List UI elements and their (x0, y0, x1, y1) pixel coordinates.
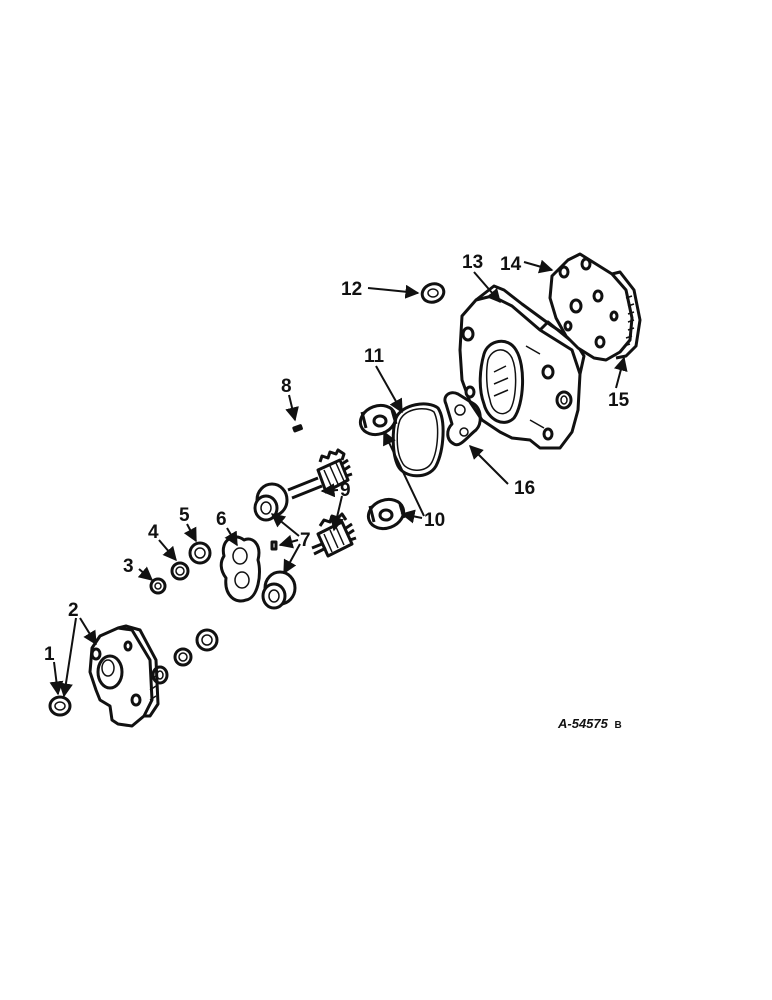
callout-14: 14 (500, 254, 522, 275)
seal-part (48, 695, 72, 717)
callout-1: 1 (44, 644, 55, 665)
callout-leaders (49, 259, 628, 698)
thrust-plates-part (358, 403, 406, 531)
callout-12: 12 (341, 279, 362, 300)
bearings-part (253, 482, 297, 610)
callout-4: 4 (148, 522, 159, 543)
callout-7: 7 (300, 530, 311, 551)
driven-gear-part (311, 512, 357, 558)
callout-5: 5 (179, 505, 190, 526)
reference-code: A-54575 B (557, 716, 622, 731)
callout-8: 8 (281, 376, 292, 397)
callout-10: 10 (424, 510, 445, 531)
ring-12-part (420, 282, 446, 304)
key-part (292, 424, 303, 433)
cover-plate-part (548, 252, 642, 362)
svg-text:A-54575 B: A-54575 B (557, 716, 622, 731)
callout-6: 6 (216, 509, 227, 530)
callout-13: 13 (462, 252, 483, 273)
figure-eight-gasket-part (219, 535, 261, 603)
callout-15: 15 (608, 390, 630, 411)
pin-part (270, 540, 278, 551)
lower-rings-part (151, 628, 219, 685)
callout-3: 3 (123, 556, 134, 577)
callout-labels: 1 2 3 4 5 6 7 8 9 10 11 12 13 14 15 16 (44, 252, 630, 665)
end-cover-part (88, 624, 160, 728)
pump-body-part (458, 284, 586, 450)
callout-2: 2 (68, 600, 79, 621)
flange-gasket-part (443, 391, 482, 447)
reference-code-suffix: B (615, 720, 622, 731)
callout-16: 16 (514, 478, 535, 499)
reference-code-number: A-54575 (557, 716, 609, 731)
callout-11: 11 (364, 346, 385, 367)
rings-3-4-5-part (149, 541, 212, 595)
callout-9: 9 (340, 480, 351, 501)
